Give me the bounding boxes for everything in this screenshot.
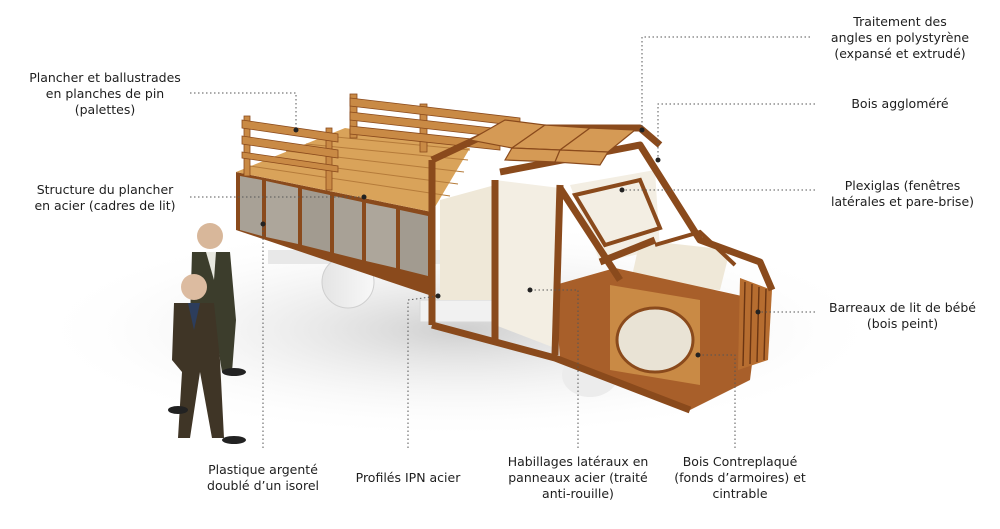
label-contreplaque: Bois Contreplaqué (fonds d’armoires) et …	[665, 454, 815, 502]
grille-bars	[742, 281, 767, 367]
label-line: Plastique argenté	[208, 462, 318, 477]
label-plexiglas: Plexiglas (fenêtres latérales et pare-br…	[815, 178, 990, 210]
label-line: latérales et pare-brise)	[830, 194, 975, 209]
cab	[428, 119, 776, 414]
rear-balustrade	[241, 115, 339, 191]
label-line: Bois aggloméré	[851, 96, 949, 111]
leader-traitement	[641, 36, 810, 130]
round-window	[615, 306, 695, 374]
label-plancher-ballustrades: Plancher et ballustrades en planches de …	[20, 70, 190, 118]
label-habillages: Habillages latéraux en panneaux acier (t…	[503, 454, 653, 502]
label-line: Plancher et ballustrades	[29, 70, 181, 85]
label-line: (expansé et extrudé)	[834, 46, 966, 61]
label-line: Barreaux de lit de bébé	[829, 300, 976, 315]
label-structure-plancher: Structure du plancher en acier (cadres d…	[20, 182, 190, 214]
label-line: Structure du plancher	[36, 182, 174, 197]
label-line: angles en polystyrène	[830, 30, 970, 45]
label-line: en acier (cadres de lit)	[34, 198, 176, 213]
leader-lines	[190, 36, 815, 448]
label-barreaux: Barreaux de lit de bébé (bois peint)	[815, 300, 990, 332]
label-traitement: Traitement des angles en polystyrène (ex…	[810, 14, 990, 62]
bed-side-panels	[236, 172, 432, 296]
front-grille	[738, 278, 772, 370]
label-line: (palettes)	[74, 102, 136, 117]
label-profiles: Profilés IPN acier	[343, 470, 473, 486]
leader-dots	[260, 127, 761, 358]
label-line: Plexiglas (fenêtres	[844, 178, 961, 193]
label-bois-agglomere: Bois aggloméré	[815, 96, 985, 112]
label-line: Habillages latéraux en	[507, 454, 649, 469]
label-line: cintrable	[712, 486, 768, 501]
leader-bois-agglomere	[657, 103, 815, 160]
label-line: Bois Contreplaqué	[682, 454, 798, 469]
leader-habillages	[530, 289, 579, 448]
label-line: doublé d’un isorel	[207, 478, 319, 493]
label-line: panneaux acier (traité	[508, 470, 648, 485]
leader-profiles	[407, 295, 439, 448]
label-line: en planches de pin	[45, 86, 165, 101]
person-front	[168, 274, 246, 444]
leader-contreplaque	[698, 354, 736, 448]
label-line: (fonds d’armoires) et	[674, 470, 806, 485]
label-plastique: Plastique argenté doublé d’un isorel	[188, 462, 338, 494]
label-line: Profilés IPN acier	[355, 470, 461, 485]
label-line: (bois peint)	[866, 316, 939, 331]
label-line: anti-rouille)	[542, 486, 614, 501]
label-line: Traitement des	[853, 14, 947, 29]
